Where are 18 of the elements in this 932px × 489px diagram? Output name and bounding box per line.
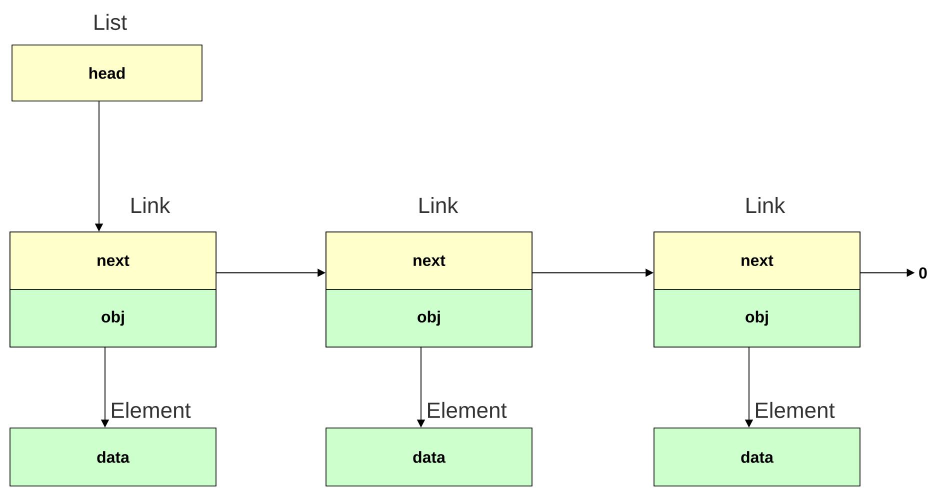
field-box: head xyxy=(12,44,202,102)
field-box: data xyxy=(326,428,532,486)
field-box: next xyxy=(10,232,216,290)
field-box: obj xyxy=(326,289,532,348)
type-label: Element xyxy=(428,402,507,418)
type-label: List xyxy=(94,14,127,30)
type-label: Link xyxy=(746,197,786,213)
type-label: Link xyxy=(132,197,170,213)
field-box: next xyxy=(326,232,532,290)
field-box: obj xyxy=(654,289,860,348)
field-box: data xyxy=(654,428,860,486)
field-box: obj xyxy=(10,289,216,348)
type-label: Element xyxy=(756,402,835,418)
type-label: Element xyxy=(112,402,191,418)
field-box: next xyxy=(654,232,860,290)
type-label: Link xyxy=(420,197,458,213)
field-box: data xyxy=(10,428,216,486)
null-label: 0 xyxy=(919,267,927,279)
